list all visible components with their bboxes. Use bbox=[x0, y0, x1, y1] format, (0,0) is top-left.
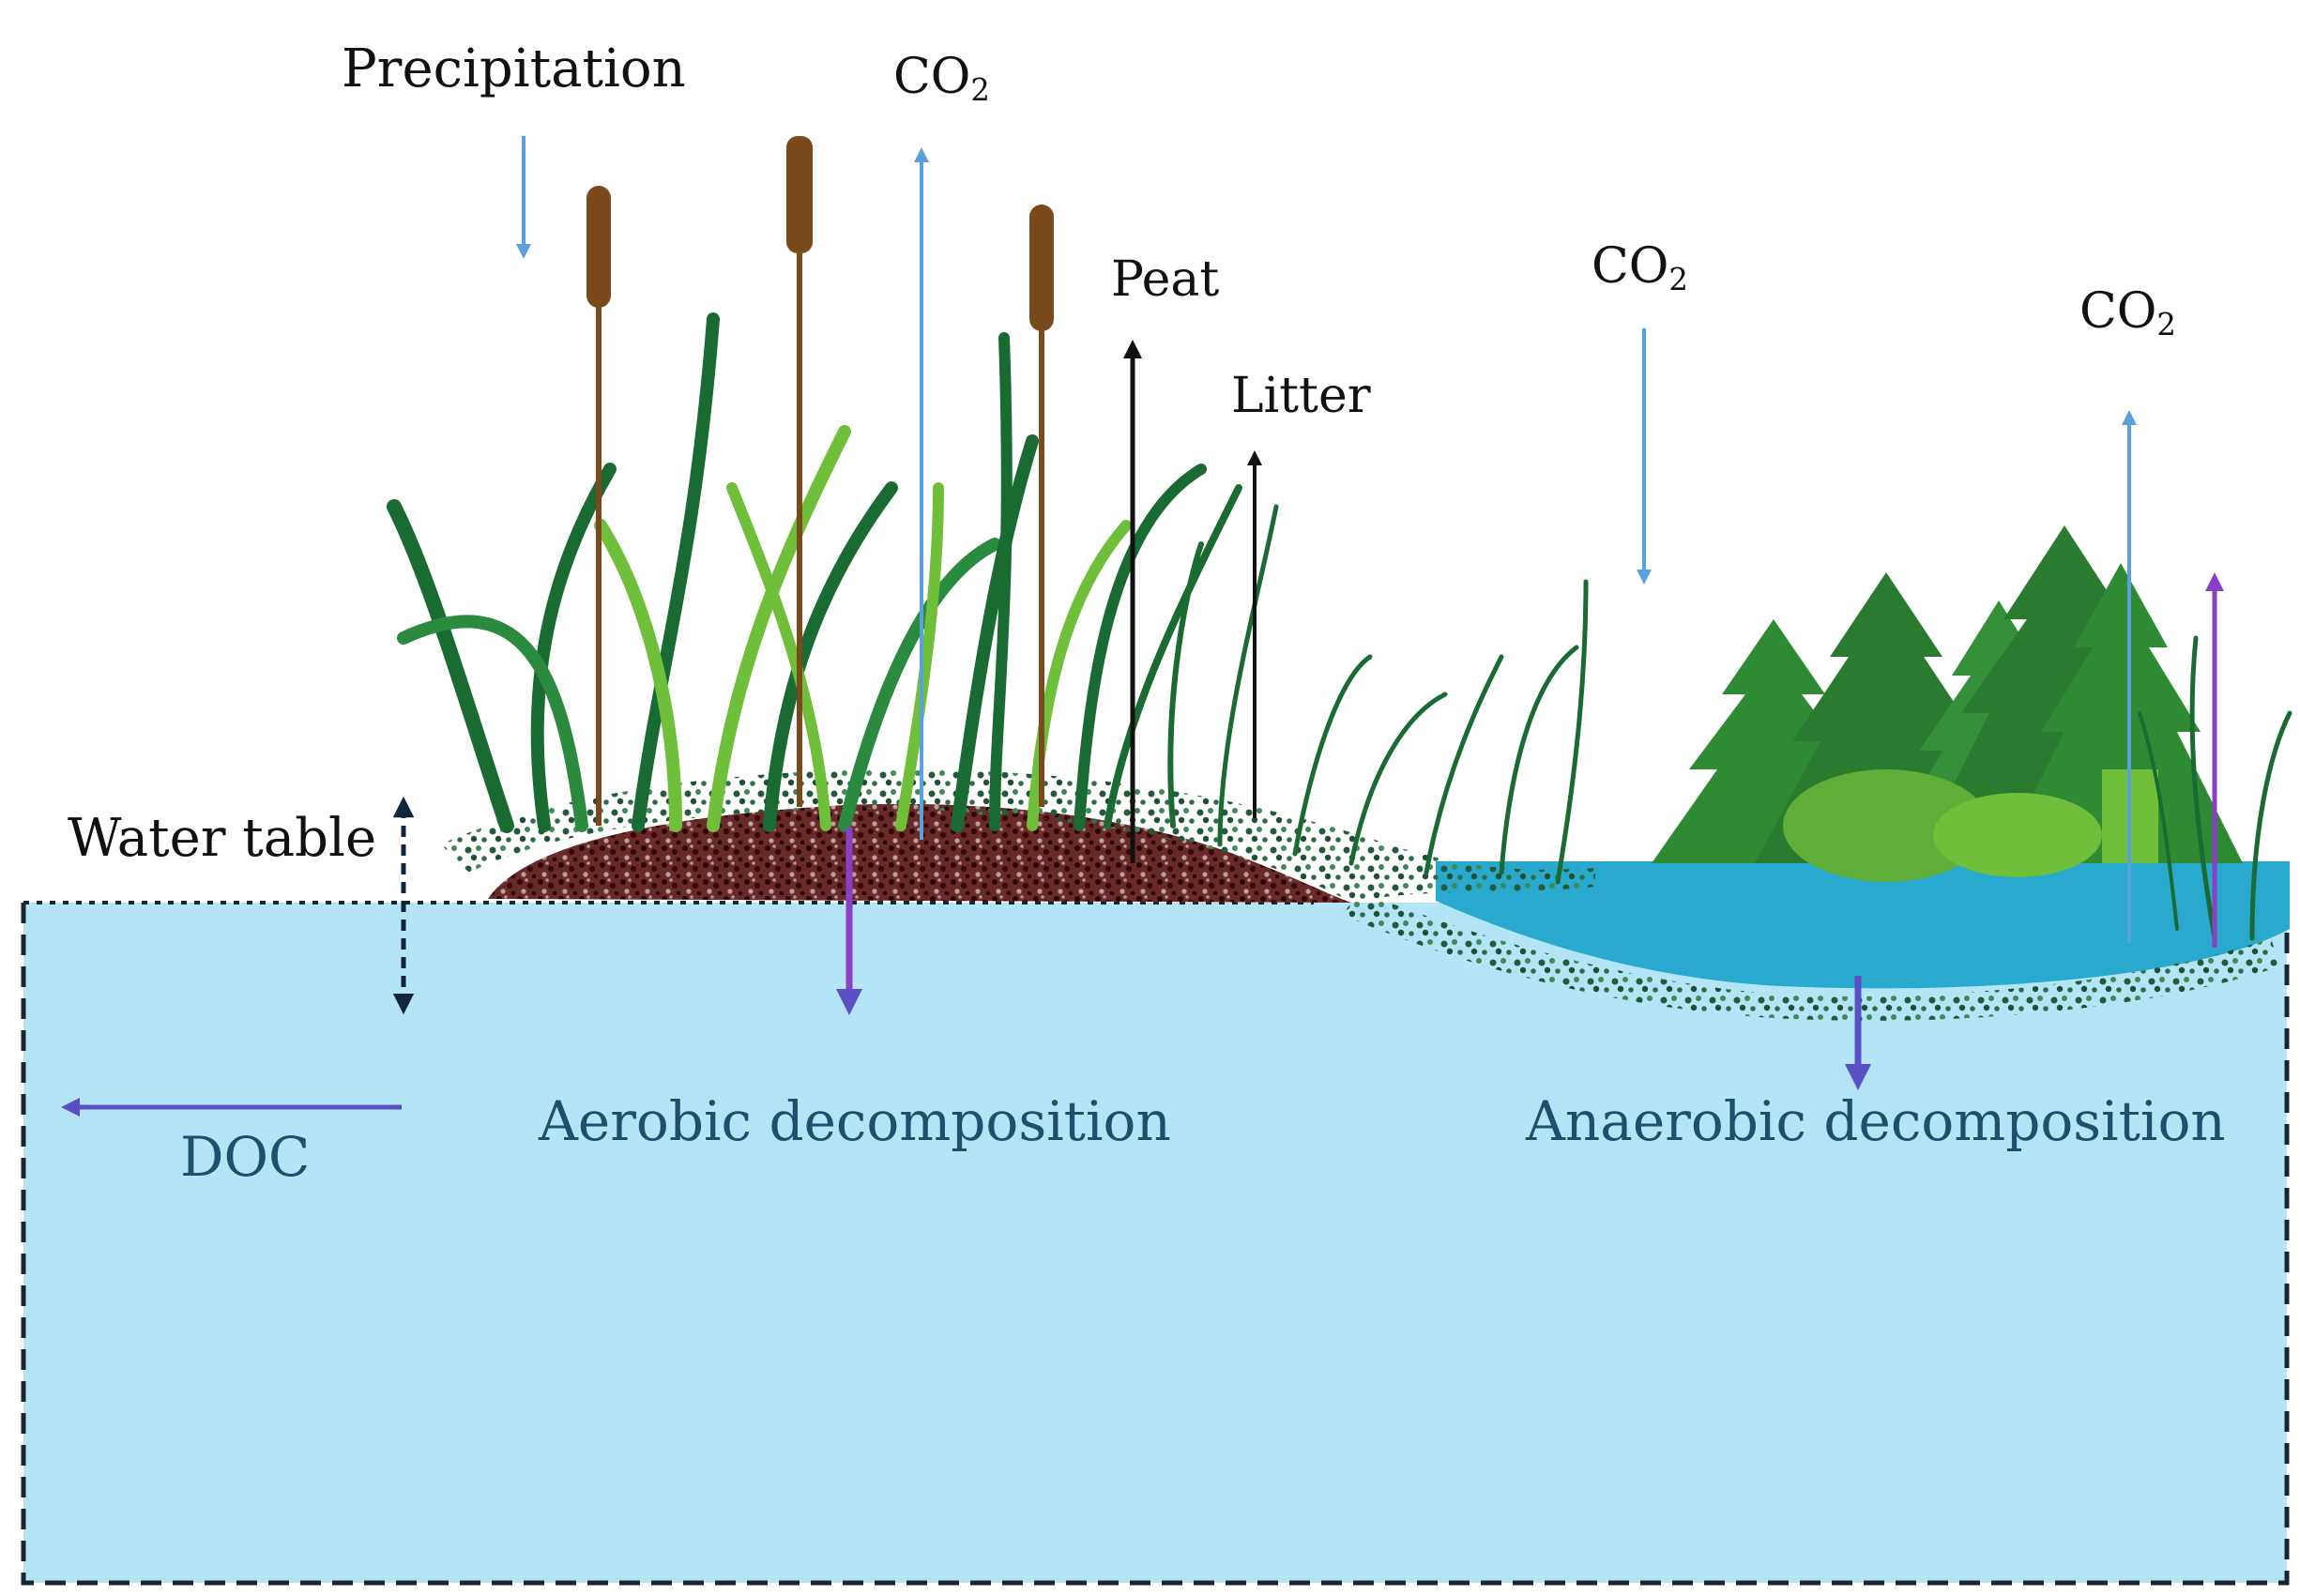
co2-label-mid-text: CO bbox=[1592, 238, 1669, 295]
water-table-label: Water table bbox=[68, 808, 377, 869]
moss-cover bbox=[441, 769, 1595, 903]
co2-label-mid: CO2 bbox=[1592, 242, 1688, 295]
co2-label-top-text: CO bbox=[893, 49, 971, 105]
groundwater-border bbox=[21, 882, 2290, 1586]
co2-label-mid-subscript: 2 bbox=[1668, 262, 1688, 298]
co2-label-right: CO2 bbox=[2079, 287, 2176, 340]
cattails bbox=[586, 136, 1054, 826]
conifer-forest bbox=[1652, 525, 2243, 882]
pond bbox=[1436, 861, 2290, 989]
peat-label: Peat bbox=[1111, 251, 1220, 308]
precipitation-label: Precipitation bbox=[342, 38, 686, 99]
co2-label-top: CO2 bbox=[893, 53, 990, 105]
aerobic-decomposition-label: Aerobic decomposition bbox=[539, 1089, 1171, 1153]
co2-label-top-subscript: 2 bbox=[970, 72, 990, 109]
sedge-grasses bbox=[387, 312, 2292, 941]
anaerobic-decomposition-label: Anaerobic decomposition bbox=[1526, 1089, 2226, 1153]
pond-sediment bbox=[1342, 891, 2280, 1021]
co2-label-right-subscript: 2 bbox=[2156, 307, 2176, 343]
litter-label: Litter bbox=[1231, 368, 1371, 424]
co2-label-right-text: CO bbox=[2079, 283, 2157, 340]
doc-label: DOC bbox=[180, 1125, 311, 1189]
